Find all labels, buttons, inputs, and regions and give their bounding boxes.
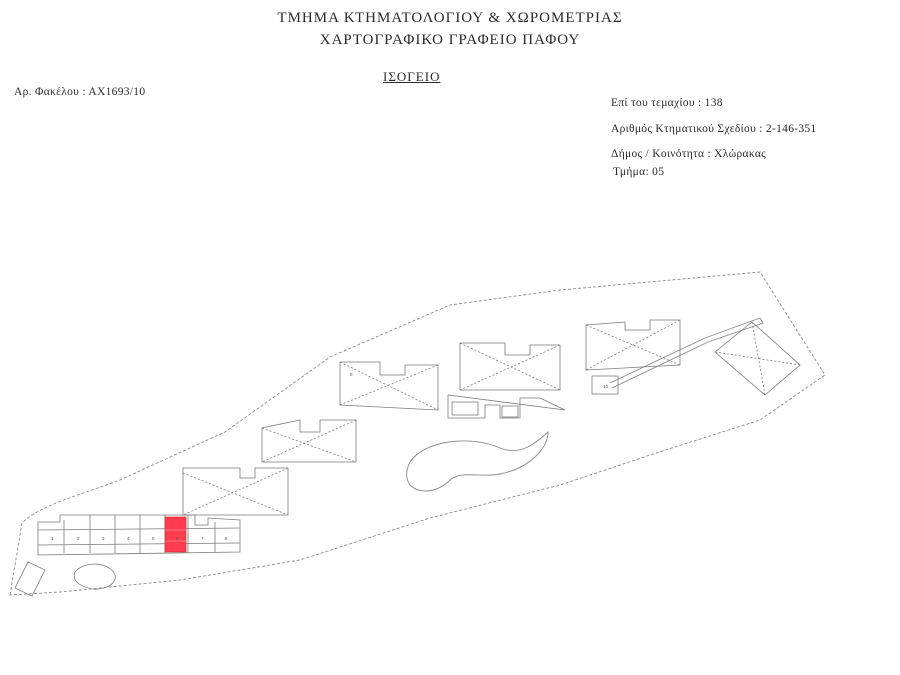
file-number: Αρ. Φακέλου : ΑΧ1693/10 bbox=[14, 86, 146, 98]
unit-label: 4 bbox=[127, 536, 130, 541]
cadastral-sheet-number: Αριθμός Κτηματικού Σχεδίου : 2-146-351 bbox=[611, 123, 817, 135]
small-building-label: 10 bbox=[603, 384, 609, 389]
pond bbox=[73, 563, 116, 590]
floor-label: ΙΣΟΓΕΙΟ bbox=[383, 69, 441, 84]
building-e bbox=[585, 319, 681, 371]
parking-space bbox=[14, 561, 46, 597]
access-road bbox=[609, 317, 764, 389]
unit-label: 5 bbox=[152, 536, 155, 541]
unit-label: 3 bbox=[102, 536, 105, 541]
annex-building bbox=[447, 394, 566, 419]
unit-row bbox=[37, 514, 241, 556]
unit-label: 6 bbox=[176, 536, 179, 541]
building-c bbox=[339, 361, 439, 411]
site-boundary bbox=[9, 271, 826, 596]
department-title: ΤΜΗΜΑ ΚΤΗΜΑΤΟΛΟΓΙΟΥ & ΧΩΡΟΜΕΤΡΙΑΣ bbox=[277, 10, 623, 26]
unit-label: 7 bbox=[201, 536, 204, 541]
highlighted-unit bbox=[164, 516, 187, 553]
section-number: Τμήμα: 05 bbox=[613, 166, 665, 178]
office-title: ΧΑΡΤΟΓΡΑΦΙΚΟ ΓΡΑΦΕΙΟ ΠΑΦΟΥ bbox=[319, 32, 581, 48]
unit-label: 8 bbox=[225, 536, 228, 541]
building-a bbox=[182, 467, 289, 516]
pool bbox=[406, 430, 549, 492]
parcel-number: Επί του τεμαχίου : 138 bbox=[611, 97, 723, 109]
unit-label: 2 bbox=[77, 536, 80, 541]
building-label: 9 bbox=[350, 372, 353, 377]
municipality: Δήμος / Κοινότητα : Χλώρακας bbox=[611, 148, 767, 160]
unit-label: 1 bbox=[51, 536, 54, 541]
building-b bbox=[261, 419, 357, 463]
building-f bbox=[714, 321, 801, 396]
building-d bbox=[459, 342, 561, 391]
small-building bbox=[591, 375, 619, 395]
